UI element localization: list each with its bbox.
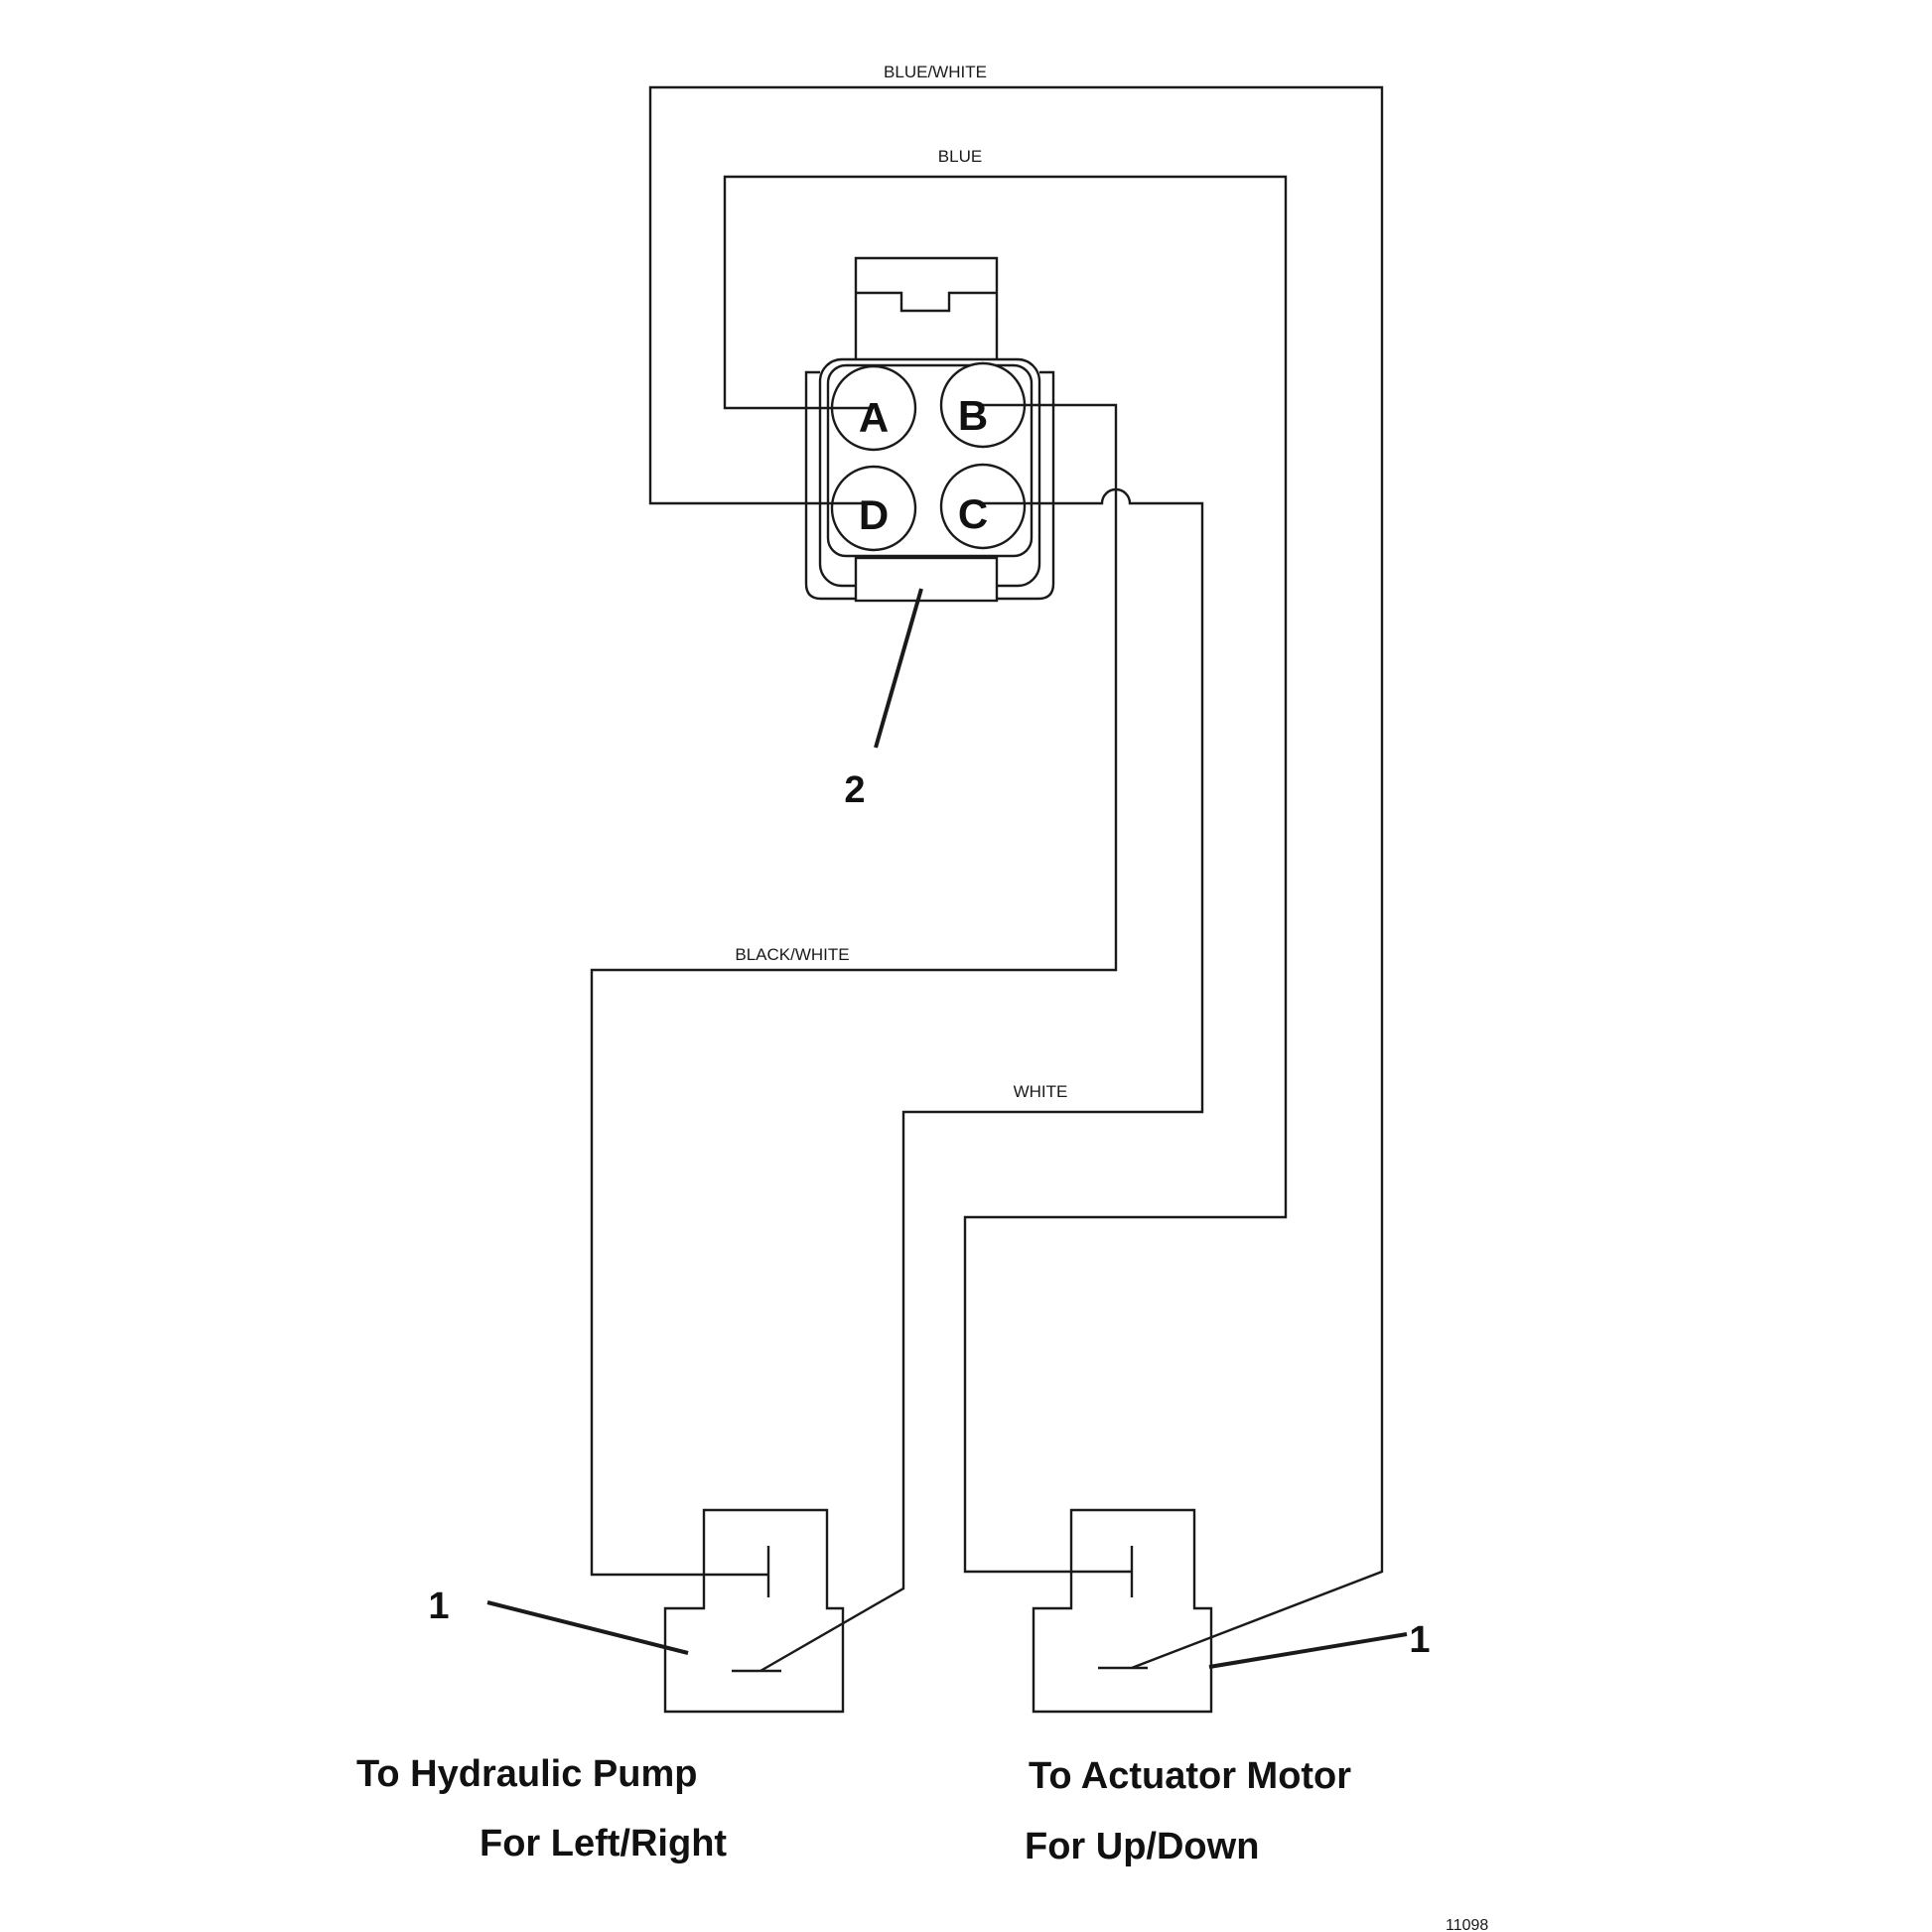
wire-label-blue: BLUE xyxy=(938,147,982,166)
caption-hydraulic-pump: To Hydraulic Pump xyxy=(356,1753,697,1795)
wire-label-black-white: BLACK/WHITE xyxy=(735,945,849,964)
wire-blue-white xyxy=(648,85,1384,1670)
callout-1-right-leader xyxy=(1208,1632,1408,1669)
pin-label-a: A xyxy=(859,394,889,441)
callout-1-left: 1 xyxy=(428,1586,449,1627)
switch-hydraulic-pump xyxy=(663,1508,845,1714)
connector-latch-bottom xyxy=(854,556,999,603)
pin-d xyxy=(830,465,917,552)
pin-c xyxy=(939,463,1027,550)
switch-left-body xyxy=(663,1508,845,1714)
caption-actuator-motor: To Actuator Motor xyxy=(1029,1755,1351,1797)
figure-number: 11098 xyxy=(1446,1917,1488,1932)
callout-1-left-leader xyxy=(486,1600,689,1655)
switch-actuator-motor xyxy=(1032,1508,1213,1714)
callout-1-right: 1 xyxy=(1409,1619,1430,1661)
callout-2-leader xyxy=(874,588,923,749)
four-pin-connector: A B D C xyxy=(804,256,1055,603)
wire-label-white: WHITE xyxy=(1014,1082,1068,1101)
pin-label-b: B xyxy=(958,392,988,439)
switch-right-body xyxy=(1032,1508,1213,1714)
wire-label-blue-white: BLUE/WHITE xyxy=(884,63,987,81)
pin-label-c: C xyxy=(958,490,988,537)
pin-label-d: D xyxy=(859,491,889,538)
wire-black-white xyxy=(590,403,1118,1577)
callout-2: 2 xyxy=(844,769,865,811)
connector-latch-top xyxy=(854,256,999,359)
connector-face xyxy=(826,363,1034,558)
caption-left-right: For Left/Right xyxy=(480,1823,727,1864)
wire-white xyxy=(759,487,1204,1673)
caption-up-down: For Up/Down xyxy=(1025,1826,1259,1867)
wire-blue xyxy=(723,175,1288,1574)
